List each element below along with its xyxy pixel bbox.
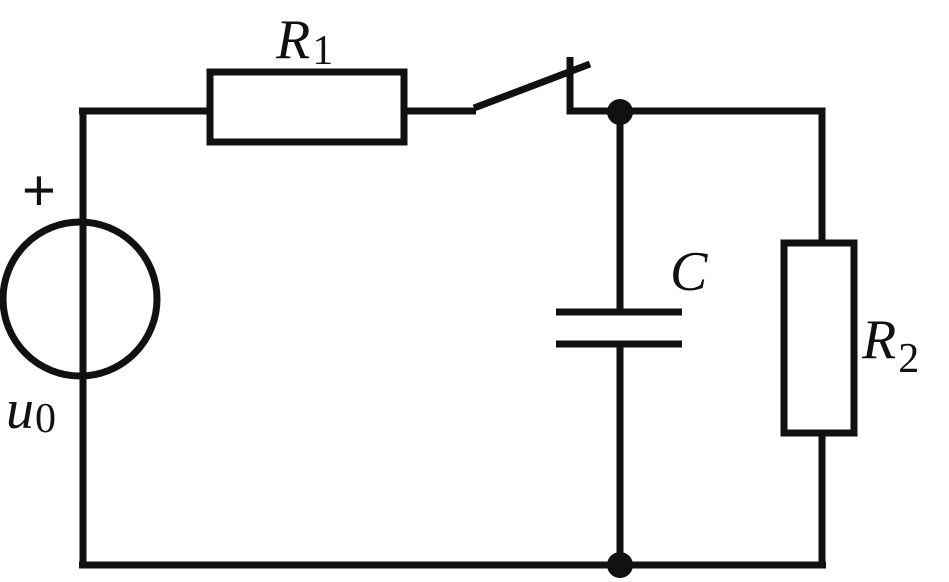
wire-switch-contact — [566, 57, 826, 243]
wires — [79, 57, 826, 569]
label-plus: + — [22, 158, 56, 223]
label-r2-main: R — [861, 309, 896, 371]
switch-blade — [472, 60, 592, 112]
label-u0-main: u — [6, 379, 34, 441]
label-r1-sub: 1 — [312, 28, 333, 74]
junction-dot-bottom — [607, 552, 633, 578]
capacitor-c — [556, 308, 682, 348]
label-c: C — [670, 241, 708, 303]
resistor-r2 — [780, 239, 858, 437]
junction-dot-top — [607, 99, 633, 125]
label-r2: R2 — [861, 309, 919, 382]
voltage-source — [0, 218, 161, 380]
label-r1-main: R — [275, 9, 310, 71]
label-r1: R1 — [275, 9, 333, 74]
label-r2-sub: 2 — [898, 336, 919, 382]
resistor-r1 — [206, 68, 408, 146]
label-u0-sub: 0 — [35, 396, 56, 442]
label-u0: u0 — [6, 379, 56, 442]
